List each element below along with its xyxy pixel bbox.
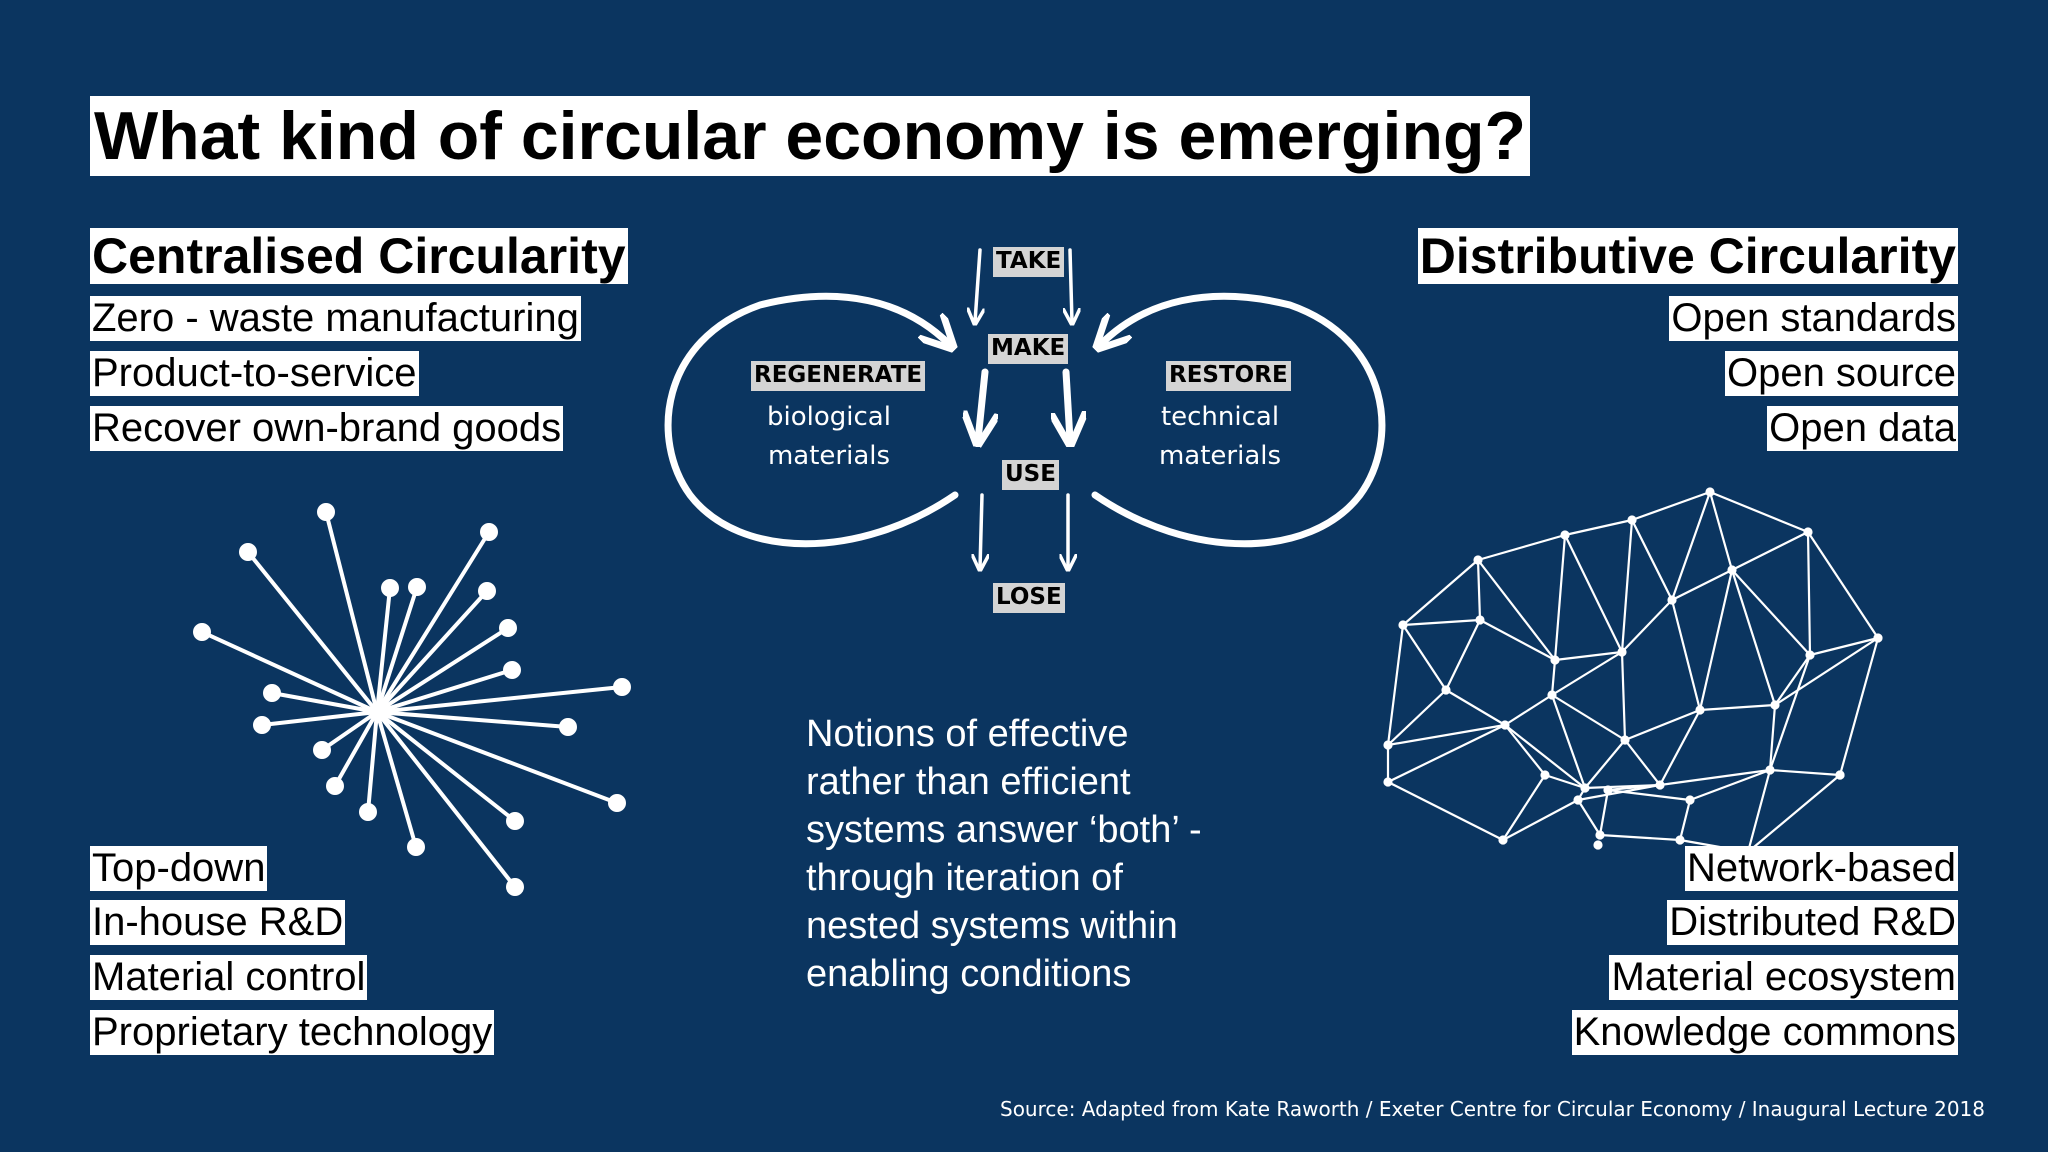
take-make-arrow bbox=[1070, 248, 1072, 322]
restore-label: RESTORE bbox=[1166, 361, 1291, 391]
centralised-trait: In-house R&D bbox=[90, 900, 346, 945]
distributive-trait: Knowledge commons bbox=[1571, 1010, 1958, 1055]
centralised-trait: Proprietary technology bbox=[90, 1010, 495, 1055]
source-citation: Source: Adapted from Kate Raworth / Exet… bbox=[1000, 1097, 1986, 1121]
restore-description: technical materials bbox=[1158, 402, 1282, 471]
distributive-trait: Distributed R&D bbox=[1667, 900, 1958, 945]
cycle-lose-label: LOSE bbox=[993, 583, 1065, 613]
distributive-trait: Network-based bbox=[1684, 846, 1958, 891]
centralised-heading: Centralised Circularity bbox=[90, 228, 628, 284]
notion-text: Notions of effective rather than efficie… bbox=[806, 713, 1202, 995]
distributive-item: Open source bbox=[1724, 351, 1958, 396]
regenerate-description: biological materials bbox=[767, 402, 891, 471]
distributive-item: Open data bbox=[1767, 406, 1958, 451]
take-make-arrow bbox=[975, 248, 980, 322]
centralised-item: Product-to-service bbox=[90, 351, 419, 396]
distributive-heading: Distributive Circularity bbox=[1417, 228, 1958, 284]
distributive-item: Open standards bbox=[1669, 296, 1958, 341]
use-lose-arrow bbox=[980, 493, 982, 568]
make-use-arrow bbox=[978, 368, 985, 440]
regenerate-label: REGENERATE bbox=[751, 361, 926, 391]
centralised-trait: Material control bbox=[90, 955, 368, 1000]
centralised-item: Recover own-brand goods bbox=[90, 406, 564, 451]
cycle-take-label: TAKE bbox=[993, 247, 1065, 277]
centralised-item: Zero - waste manufacturing bbox=[90, 296, 581, 341]
cycle-use-label: USE bbox=[1002, 460, 1059, 490]
make-use-arrow bbox=[1066, 368, 1070, 440]
distributive-trait: Material ecosystem bbox=[1609, 955, 1958, 1000]
page-title: What kind of circular economy is emergin… bbox=[90, 96, 1531, 177]
cycle-make-label: MAKE bbox=[988, 334, 1069, 364]
centralised-trait: Top-down bbox=[90, 846, 268, 891]
